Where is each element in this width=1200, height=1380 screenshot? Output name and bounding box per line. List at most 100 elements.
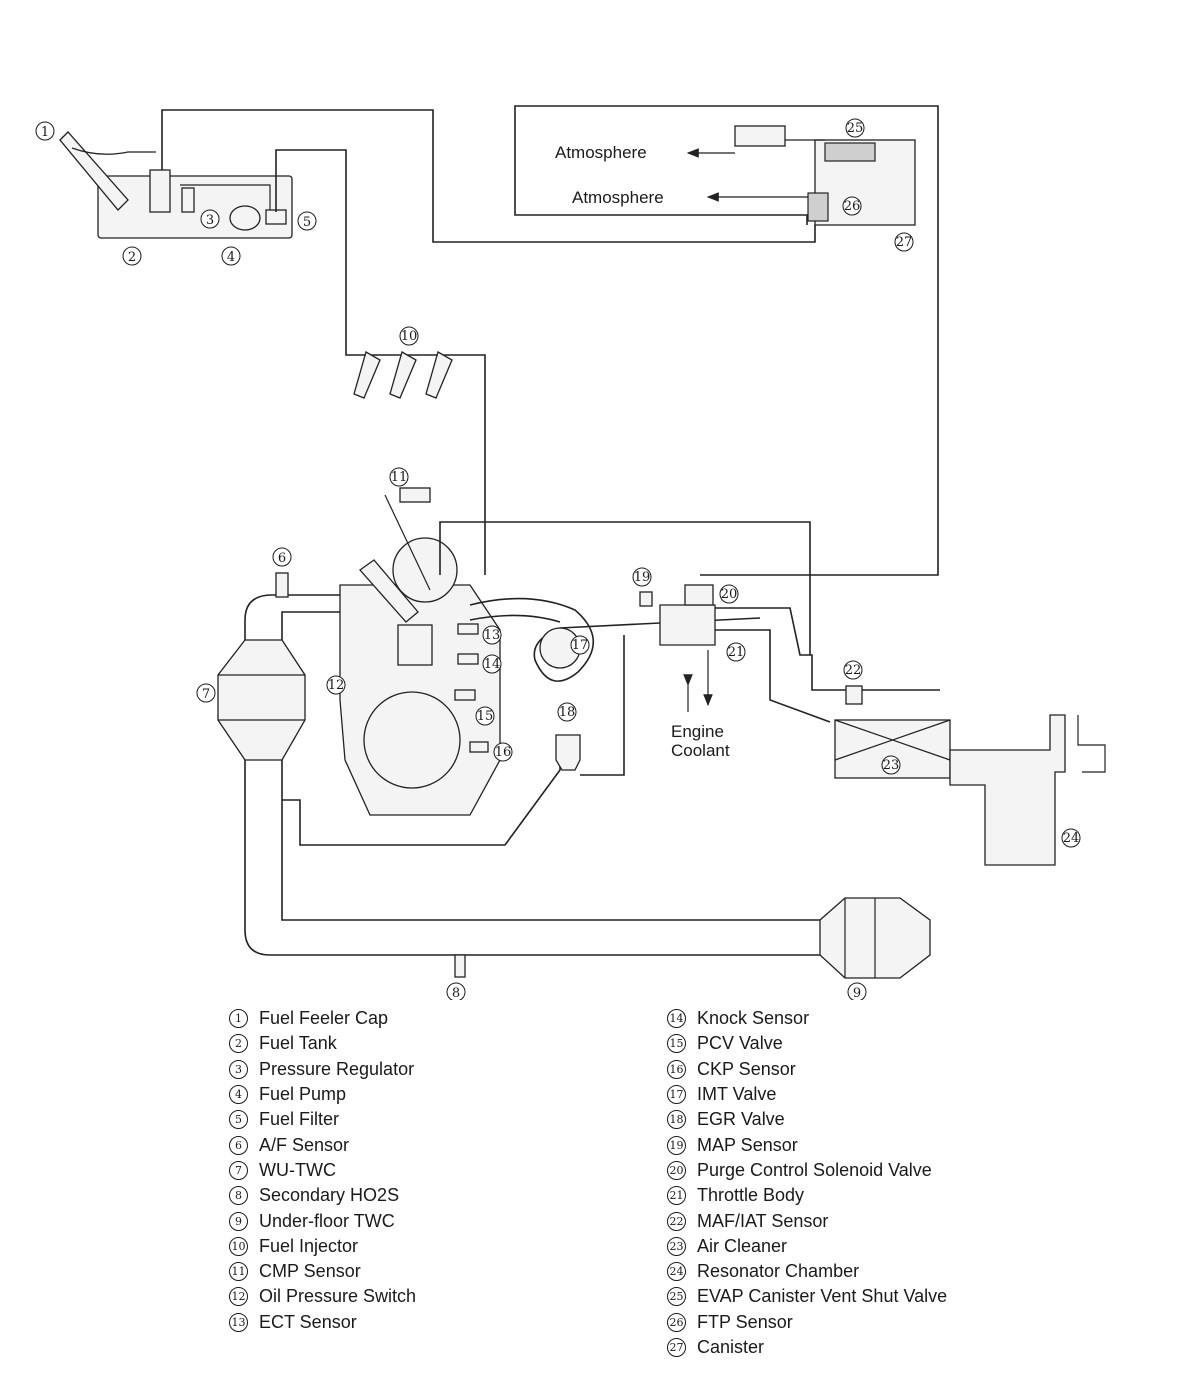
wu-twc-body [217,639,306,761]
svg-text:11: 11 [391,470,408,485]
legend-number: 14 [667,1009,686,1029]
svg-text:19: 19 [634,570,651,585]
legend-text: Fuel Tank [259,1033,337,1054]
legend-text: Fuel Feeler Cap [259,1008,389,1029]
svg-text:24: 24 [1063,831,1080,846]
legend-text: Resonator Chamber [697,1261,860,1282]
legend-number: 7 [229,1160,248,1180]
af-sensor-body [275,572,289,598]
callout-2: 2 [122,246,142,266]
legend-number: 25 [667,1287,686,1307]
legend-item: 9 Under-floor TWC [229,1208,416,1233]
svg-text:16: 16 [495,745,512,760]
legend-number: 1 [229,1009,248,1029]
legend-text: CMP Sensor [259,1261,361,1282]
purge-solenoid-body [684,584,714,606]
legend-number: 5 [229,1110,248,1130]
svg-text:3: 3 [206,213,214,228]
secondary-ho2s-body [454,954,466,978]
canister-vent-line [514,105,939,576]
callout-14: 14 [482,654,502,674]
maf-sensor-body [845,685,863,705]
a-f-injector-port [359,559,419,623]
exhaust-system [217,572,931,979]
legend-item: 17 IMT Valve [667,1082,947,1107]
legend-text: Fuel Filter [259,1109,340,1130]
purge-line [439,521,811,655]
callout-18: 18 [557,702,577,722]
legend-number: 9 [229,1211,248,1231]
svg-text:20: 20 [721,587,738,602]
callout-26: 26 [842,196,862,216]
callout-23: 23 [881,755,901,775]
legend-number: 20 [667,1160,686,1180]
svg-text:4: 4 [227,250,235,265]
callout-17: 17 [570,635,590,655]
callout-24: 24 [1061,828,1081,848]
legend-item: 25 EVAP Canister Vent Shut Valve [667,1284,947,1309]
legend-text: Purge Control Solenoid Valve [697,1159,932,1180]
legend-text: IMT Valve [697,1084,777,1105]
throttle-body [659,604,716,646]
callout-22: 22 [843,660,863,680]
callout-19: 19 [632,567,652,587]
svg-text:15: 15 [477,709,494,724]
legend-number: 3 [229,1059,248,1079]
legend-text: MAF/IAT Sensor [697,1210,829,1231]
legend-text: FTP Sensor [697,1311,793,1332]
legend-text: EGR Valve [697,1109,785,1130]
svg-text:27: 27 [896,235,913,250]
ftp-sensor-body [807,192,829,222]
legend-number: 6 [229,1135,248,1155]
legend-number: 19 [667,1135,686,1155]
legend-text: Knock Sensor [697,1008,810,1029]
fuel-injectors [353,351,453,399]
engine-coolant-label-line2: Coolant [671,741,730,760]
svg-text:5: 5 [303,215,311,230]
svg-text:25: 25 [847,121,864,136]
callout-6: 6 [272,547,292,567]
svg-text:9: 9 [853,986,861,1000]
legend-text: Fuel Pump [259,1084,347,1105]
svg-text:23: 23 [883,758,900,773]
callout-4: 4 [221,246,241,266]
svg-text:10: 10 [401,329,418,344]
callout-9: 9 [847,982,867,1000]
callout-25: 25 [845,118,865,138]
exhaust-manifold [244,594,820,956]
legend-number: 13 [229,1312,248,1332]
legend-text: Fuel Injector [259,1235,359,1256]
svg-text:18: 18 [559,705,576,720]
callout-3: 3 [200,209,220,229]
piston [397,624,433,666]
legend-text: EVAP Canister Vent Shut Valve [697,1286,948,1307]
legend-number: 17 [667,1085,686,1105]
fuel-return-line [161,109,816,243]
svg-text:7: 7 [202,687,210,702]
map-sensor-body [639,591,653,607]
legend-text: Under-floor TWC [259,1210,395,1231]
legend-item: 5 Fuel Filter [229,1107,416,1132]
legend-number: 23 [667,1236,686,1256]
callout-1: 1 [35,121,55,141]
legend-number: 24 [667,1262,686,1282]
legend-number: 11 [229,1262,248,1282]
svg-text:17: 17 [572,638,589,653]
legend-item: 11 CMP Sensor [229,1259,416,1284]
engine-system-diagram: Atmosphere Atmosphere [35,105,1106,1000]
svg-text:12: 12 [328,678,345,693]
